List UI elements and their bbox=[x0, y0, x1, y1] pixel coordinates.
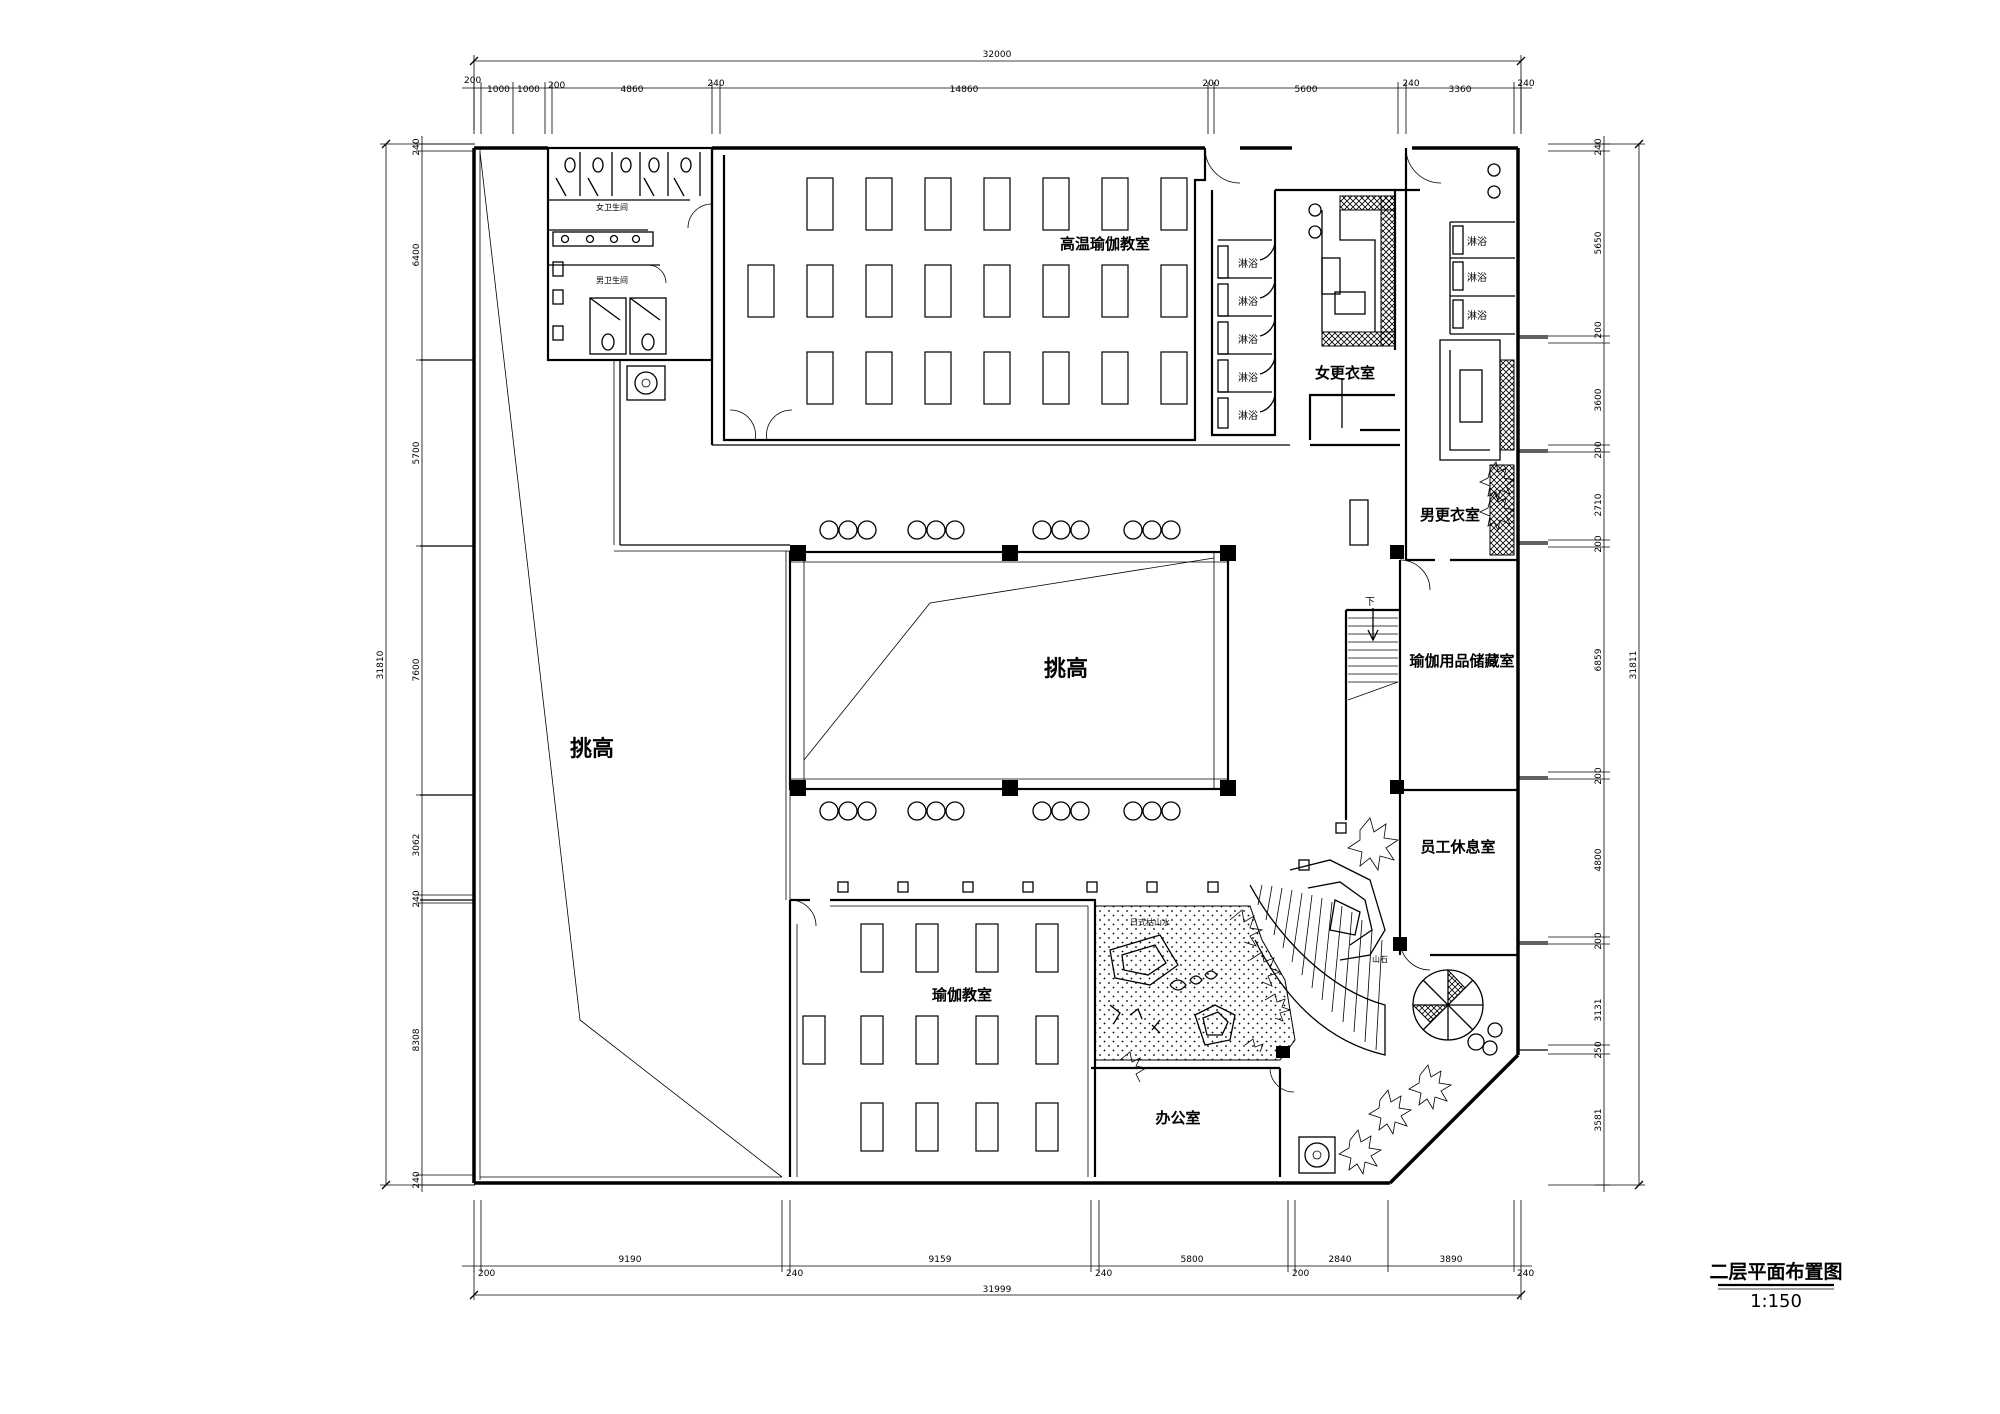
yoga-room-label: 瑜伽教室 bbox=[932, 986, 992, 1004]
shower-label-w3: 淋浴 bbox=[1238, 333, 1258, 346]
dim-top-7: 14860 bbox=[950, 85, 979, 95]
dim-right-2: 5650 bbox=[1594, 231, 1604, 254]
dim-top-4: 200 bbox=[548, 81, 565, 91]
dim-right-5: 200 bbox=[1594, 441, 1604, 458]
men-wc-label: 男卫生间 bbox=[596, 275, 628, 285]
women-wc-label: 女卫生间 bbox=[596, 202, 628, 212]
shower-label-w2: 淋浴 bbox=[1238, 295, 1258, 308]
garden-path-steps bbox=[1249, 859, 1386, 1056]
shower-label-m1: 淋浴 bbox=[1467, 235, 1487, 248]
dim-top-8: 200 bbox=[1202, 79, 1219, 89]
stair-storage: 下 瑜伽用品储藏室 bbox=[1344, 559, 1518, 971]
dim-top-2: 1000 bbox=[487, 85, 510, 95]
dim-right-4: 3600 bbox=[1594, 388, 1604, 411]
drawing-scale: 1:150 bbox=[1750, 1291, 1802, 1312]
dim-bottom-10: 240 bbox=[1517, 1269, 1534, 1279]
stair-down-label: 下 bbox=[1365, 597, 1375, 608]
dim-right-6: 2710 bbox=[1594, 493, 1604, 516]
dim-left-total: 31810 bbox=[376, 650, 386, 679]
japanese-garden: 日式枯山水 山石 bbox=[1094, 905, 1388, 1083]
dim-left-7: 8308 bbox=[412, 1028, 422, 1051]
dim-left-1: 240 bbox=[412, 138, 422, 155]
plant-symbols bbox=[1338, 461, 1515, 1176]
storage-label: 瑜伽用品储藏室 bbox=[1409, 652, 1514, 670]
dim-right-3: 200 bbox=[1594, 321, 1604, 338]
dim-right-13: 250 bbox=[1594, 1041, 1604, 1058]
dim-bottom-5: 240 bbox=[1095, 1269, 1112, 1279]
women-locker-label: 女更衣室 bbox=[1315, 364, 1375, 382]
dim-left-4: 7600 bbox=[412, 658, 422, 681]
shower-label-w1: 淋浴 bbox=[1238, 257, 1258, 270]
shower-label-w4: 淋浴 bbox=[1238, 371, 1258, 384]
shower-label-m3: 淋浴 bbox=[1467, 309, 1487, 322]
dim-right-10: 4800 bbox=[1594, 848, 1604, 871]
dim-top-6: 240 bbox=[707, 79, 724, 89]
dim-top-9: 5600 bbox=[1295, 85, 1318, 95]
dim-left-8: 240 bbox=[412, 1171, 422, 1188]
dim-left-3: 5700 bbox=[412, 441, 422, 464]
dim-right-9: 200 bbox=[1594, 767, 1604, 784]
office-room: 办公室 bbox=[1155, 1109, 1336, 1174]
pavilion-umbrella bbox=[1411, 968, 1503, 1056]
dim-right-11: 200 bbox=[1594, 932, 1604, 949]
dim-bottom-9: 3890 bbox=[1440, 1255, 1463, 1265]
dim-top-10: 240 bbox=[1402, 79, 1419, 89]
dim-right-7: 200 bbox=[1594, 535, 1604, 552]
dim-top-1: 200 bbox=[464, 76, 481, 86]
atrium-left-outline bbox=[479, 151, 783, 1178]
dim-top-3: 1000 bbox=[517, 85, 540, 95]
office-label: 办公室 bbox=[1155, 1109, 1200, 1127]
garden-label: 日式枯山水 bbox=[1130, 917, 1170, 927]
dim-bottom-4: 9159 bbox=[929, 1255, 952, 1265]
drawing-title: 二层平面布置图 bbox=[1709, 1260, 1842, 1283]
men-locker-room: 淋浴 淋浴 淋浴 男更衣室 bbox=[1349, 147, 1518, 562]
dim-right-12: 3131 bbox=[1594, 999, 1604, 1022]
dim-bottom-2: 9190 bbox=[619, 1255, 642, 1265]
central-atrium: 挑高 bbox=[788, 545, 1407, 951]
dim-top-5: 4860 bbox=[621, 85, 644, 95]
dim-right-14: 3581 bbox=[1594, 1109, 1604, 1132]
dim-bottom-3: 240 bbox=[786, 1269, 803, 1279]
title-block: 二层平面布置图 1:150 bbox=[1709, 1260, 1842, 1312]
atrium-center-label: 挑高 bbox=[1044, 656, 1088, 682]
wc-block: 女卫生间 男卫生间 bbox=[546, 146, 714, 401]
dim-top-12: 240 bbox=[1517, 79, 1534, 89]
men-locker-label: 男更衣室 bbox=[1420, 506, 1480, 524]
shower-label-w5: 淋浴 bbox=[1238, 409, 1258, 422]
dimension-labels: 32000 200 1000 1000 200 4860 240 14860 2… bbox=[376, 50, 1639, 1295]
shower-label-m2: 淋浴 bbox=[1467, 271, 1487, 284]
dim-bottom-8: 2840 bbox=[1329, 1255, 1352, 1265]
rock-label: 山石 bbox=[1372, 954, 1388, 964]
dimension-lines bbox=[380, 55, 1645, 1300]
staff-rest-label: 员工休息室 bbox=[1420, 838, 1495, 856]
outer-walls bbox=[420, 146, 1548, 1185]
yoga-room: 瑜伽教室 bbox=[788, 822, 1347, 1177]
dim-right-8: 6859 bbox=[1594, 648, 1604, 671]
dim-bottom-7: 200 bbox=[1292, 1269, 1309, 1279]
women-locker-room: 淋浴 淋浴 淋浴 淋浴 淋浴 女更衣室 bbox=[1210, 188, 1420, 447]
dim-bottom-total: 31999 bbox=[983, 1285, 1012, 1295]
stool-groups bbox=[819, 520, 1181, 821]
dim-top-total: 32000 bbox=[983, 50, 1012, 60]
dim-left-6: 240 bbox=[412, 890, 422, 907]
hot-yoga-label: 高温瑜伽教室 bbox=[1060, 235, 1150, 253]
dim-right-total: 31811 bbox=[1629, 651, 1639, 680]
dim-right-1: 240 bbox=[1594, 138, 1604, 155]
hot-yoga-room: 高温瑜伽教室 bbox=[710, 147, 1241, 445]
atrium-left-label: 挑高 bbox=[570, 736, 614, 762]
staff-rest-room: 员工休息室 bbox=[1398, 838, 1518, 957]
dim-left-5: 3062 bbox=[412, 834, 422, 857]
dim-bottom-1: 200 bbox=[478, 1269, 495, 1279]
dim-top-11: 3360 bbox=[1449, 85, 1472, 95]
dim-bottom-6: 5800 bbox=[1181, 1255, 1204, 1265]
dim-left-2: 6400 bbox=[412, 243, 422, 266]
